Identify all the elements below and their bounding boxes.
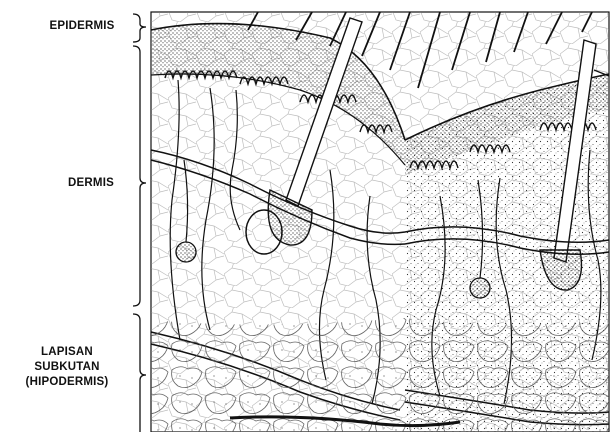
layer-brackets xyxy=(133,14,146,432)
subcutaneous-fat xyxy=(151,318,609,432)
